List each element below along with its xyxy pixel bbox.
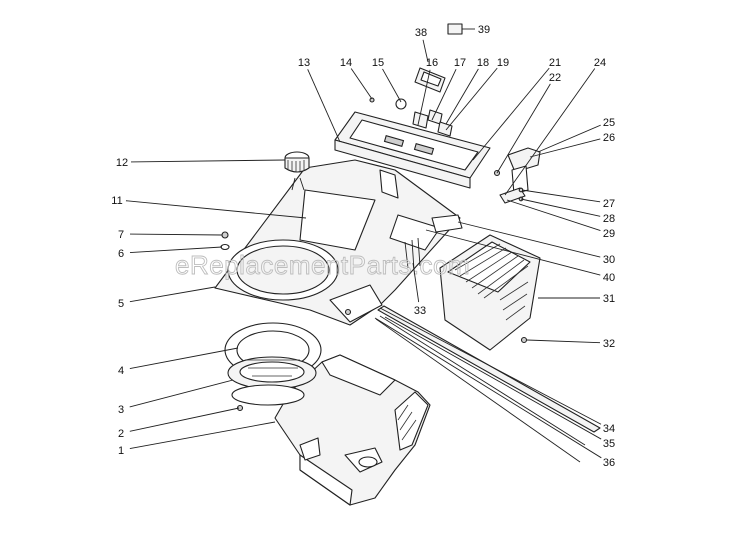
callout-36: 36 — [603, 457, 615, 469]
leader-14 — [350, 68, 373, 100]
callout-33: 33 — [414, 305, 426, 317]
callout-30: 30 — [603, 254, 615, 266]
callout-5: 5 — [118, 298, 124, 310]
leader-12 — [130, 159, 286, 163]
leader-2 — [129, 407, 240, 432]
callout-12: 12 — [116, 157, 128, 169]
callout-1: 1 — [118, 445, 124, 457]
callout-4: 4 — [118, 365, 124, 377]
fuel-cap-part — [284, 151, 310, 191]
control-panel-part — [334, 111, 491, 189]
leader-25 — [537, 124, 601, 153]
leader-7 — [129, 233, 223, 236]
callout-7: 7 — [118, 229, 124, 241]
leader-35 — [384, 316, 602, 440]
leader-21 — [472, 67, 550, 161]
switch-parts — [369, 97, 453, 137]
callout-35: 35 — [603, 438, 615, 450]
callout-13: 13 — [298, 57, 310, 69]
callout-34: 34 — [603, 423, 615, 435]
leader-26 — [529, 138, 601, 158]
leader-17 — [431, 69, 457, 121]
leader-15 — [382, 68, 402, 103]
engine-cover-part — [439, 234, 541, 351]
callout-11: 11 — [111, 195, 122, 207]
wiring-harness-part — [404, 214, 463, 271]
leader-16 — [417, 69, 431, 126]
leader-34 — [379, 307, 602, 425]
screw-washer-parts — [220, 231, 230, 251]
leader-13 — [307, 69, 341, 143]
callout-3: 3 — [118, 404, 124, 416]
callout-17: 17 — [454, 57, 466, 69]
leader-40 — [425, 229, 601, 276]
callout-2: 2 — [118, 428, 124, 440]
leader-lines — [125, 28, 602, 459]
leader-30 — [457, 221, 601, 258]
leader-38 — [422, 39, 429, 63]
callout-40: 40 — [603, 272, 615, 284]
leader-6 — [129, 246, 223, 253]
leader-28 — [520, 198, 601, 217]
lower-housing-part — [274, 354, 431, 506]
callout-39: 39 — [478, 24, 490, 36]
callout-15: 15 — [372, 57, 384, 69]
leader-33 — [412, 262, 420, 303]
rod-parts — [375, 305, 601, 463]
leader-11 — [125, 200, 307, 219]
bearing-ring-parts — [224, 322, 322, 412]
leader-18 — [445, 68, 479, 125]
leader-24 — [504, 68, 596, 196]
leader-19 — [445, 67, 498, 131]
callout-16: 16 — [426, 57, 438, 69]
callout-32: 32 — [603, 338, 615, 350]
watermark: eReplacementParts.com — [175, 250, 470, 280]
callout-31: 31 — [603, 293, 615, 305]
screw-part — [520, 336, 528, 344]
callout-25: 25 — [603, 117, 615, 129]
callout-26: 26 — [603, 132, 615, 144]
leader-5 — [129, 286, 216, 303]
callout-38: 38 — [415, 27, 427, 39]
callout-28: 28 — [603, 213, 615, 225]
leader-22 — [496, 83, 551, 174]
callout-19: 19 — [497, 57, 509, 69]
leader-36 — [374, 317, 602, 459]
callout-27: 27 — [603, 198, 615, 210]
callout-22: 22 — [549, 72, 561, 84]
leader-32 — [526, 339, 601, 344]
main-deck-part — [214, 159, 461, 326]
leader-29 — [506, 199, 601, 231]
leader-4 — [129, 347, 239, 369]
leader-3 — [129, 379, 234, 408]
leader-27 — [521, 189, 601, 203]
key-switch-parts — [414, 23, 463, 93]
callout-29: 29 — [603, 228, 615, 240]
callout-14: 14 — [340, 57, 352, 69]
leader-1 — [129, 421, 276, 450]
callout-24: 24 — [594, 57, 606, 69]
callout-18: 18 — [477, 57, 489, 69]
callout-6: 6 — [118, 248, 124, 260]
callout-21: 21 — [549, 57, 561, 69]
